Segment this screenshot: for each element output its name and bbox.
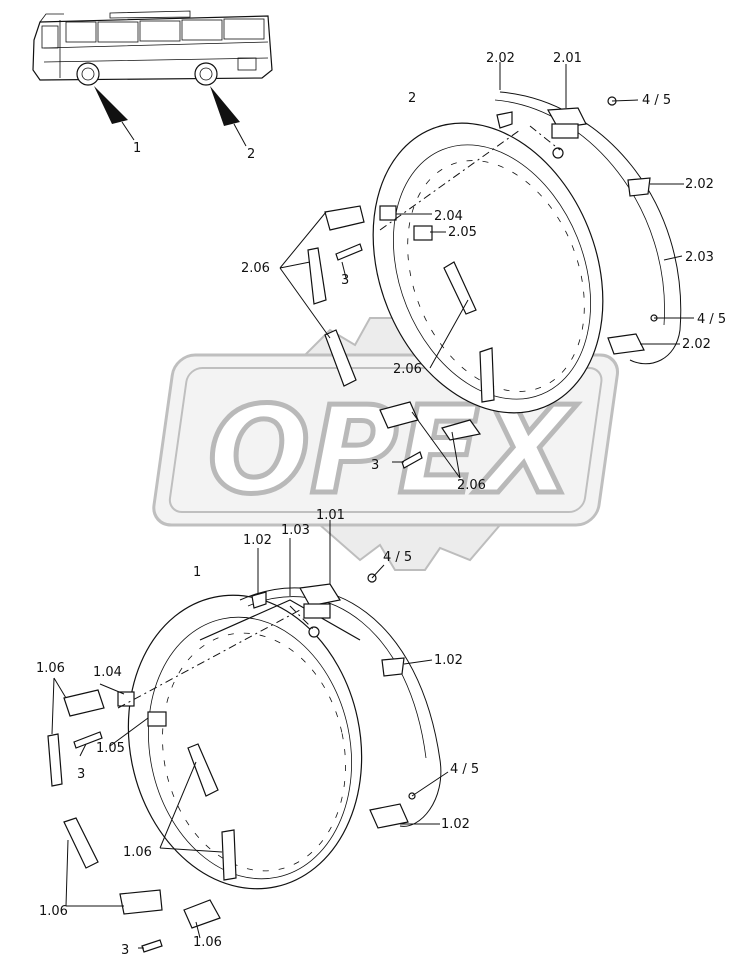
rear-clamp-nut — [552, 147, 564, 159]
front-segment-left — [47, 733, 63, 787]
front-centerlines — [117, 605, 315, 709]
front-bolt-left — [73, 731, 103, 749]
front-clamp-bracket — [299, 583, 341, 607]
label-front-1-06-left: 1.06 — [36, 661, 65, 676]
label-rear-2-02-bottom: 2.02 — [682, 337, 711, 352]
front-segment-right — [221, 829, 237, 881]
rear-centerlines — [379, 125, 561, 231]
label-rear-2-01: 2.01 — [553, 51, 582, 66]
arrow-rear-wheel — [210, 86, 240, 126]
front-outer-cover-inner — [247, 596, 427, 759]
front-spacer-1-04 — [117, 691, 135, 707]
front-wheel-cover-assembly — [47, 520, 449, 953]
front-hubcap-outer-ring — [127, 594, 363, 890]
front-hubcap-slot-ring — [162, 632, 346, 872]
label-rear-2-06-left: 2.06 — [241, 261, 270, 276]
front-clamp-nut — [308, 626, 320, 638]
bus-front-wheel — [76, 62, 100, 86]
label-rear-2-02-mid: 2.02 — [685, 177, 714, 192]
front-clip-top — [251, 591, 267, 609]
front-clip-bottom — [369, 803, 409, 829]
label-rear-4-5-bottom: 4 / 5 — [697, 312, 726, 327]
rear-clip-bottom — [607, 333, 645, 355]
watermark-frame-inner — [168, 367, 603, 513]
bus-front-hub — [81, 67, 95, 81]
rear-wheel-cover-assembly — [279, 62, 694, 479]
label-rear-3-left: 3 — [341, 273, 349, 288]
bus-body — [32, 15, 273, 81]
front-segment-upper-left — [63, 689, 105, 717]
front-leader-lines — [51, 520, 449, 949]
label-front-1-06-center: 1.06 — [123, 845, 152, 860]
rear-segment-upper — [324, 205, 365, 231]
rear-segment-bottom-right — [441, 419, 482, 441]
label-rear-3-bottom: 3 — [371, 458, 379, 473]
rear-hubcap-slot-ring — [407, 160, 585, 392]
label-bus-rear-wheel: 2 — [247, 147, 255, 162]
front-clip-mid — [381, 657, 405, 677]
bus-rear-wheel — [194, 62, 218, 86]
rear-clamp-plate — [551, 123, 579, 139]
rear-bolt-bottom — [401, 451, 423, 469]
label-front-1-02-mid: 1.02 — [434, 653, 463, 668]
label-rear-2-06-bottom: 2.06 — [457, 478, 486, 493]
bus-windows — [41, 18, 265, 49]
label-rear-2-05: 2.05 — [448, 225, 477, 240]
rear-leader-lines — [279, 62, 694, 479]
rear-segment-right — [479, 347, 495, 403]
front-hubcap-depth — [199, 599, 361, 641]
front-hubcap-inner-ring — [148, 616, 352, 880]
label-rear-2-03: 2.03 — [685, 250, 714, 265]
front-bolt-bottom — [141, 939, 163, 953]
label-front-3-bottom: 3 — [121, 943, 129, 958]
bus-body-lines — [43, 20, 269, 78]
label-bus-front-wheel: 1 — [133, 141, 141, 156]
rear-bolt-left — [335, 243, 363, 261]
rear-spacer-2-05 — [413, 225, 433, 241]
label-rear-assembly: 2 — [408, 91, 416, 106]
arrow-front-wheel — [94, 86, 128, 124]
front-spacer-1-05 — [147, 711, 167, 727]
label-front-3-left: 3 — [77, 767, 85, 782]
bus-grille — [237, 57, 257, 71]
front-segment-lower-left — [63, 817, 99, 869]
label-front-1-01: 1.01 — [316, 508, 345, 523]
front-segment-bottom — [119, 889, 163, 915]
rear-segment-lower-left — [324, 329, 357, 387]
front-segment-center — [187, 743, 219, 797]
front-segment-bottom-right — [183, 899, 221, 929]
label-front-1-04: 1.04 — [93, 665, 122, 680]
bus-roof — [39, 10, 191, 23]
bus-leader-lines — [121, 121, 247, 147]
label-front-4-5-top: 4 / 5 — [383, 550, 412, 565]
label-front-4-5-bottom: 4 / 5 — [450, 762, 479, 777]
bus-illustration — [32, 10, 273, 147]
label-rear-2-02-top: 2.02 — [486, 51, 515, 66]
rear-segment-left — [307, 247, 327, 305]
front-clamp-plate — [303, 603, 331, 619]
rear-outer-cover-inner — [494, 99, 665, 326]
label-front-1-02-top: 1.02 — [243, 533, 272, 548]
label-rear-2-06-center: 2.06 — [393, 362, 422, 377]
rear-clamp-bracket — [547, 107, 587, 129]
label-front-assembly: 1 — [193, 565, 201, 580]
rear-clip-mid — [627, 177, 651, 197]
label-front-1-05: 1.05 — [96, 741, 125, 756]
label-front-1-06-lower-left: 1.06 — [39, 904, 68, 919]
label-front-1-06-bottom: 1.06 — [193, 935, 222, 950]
rear-hubcap-outer-ring — [372, 122, 604, 414]
label-rear-4-5-top: 4 / 5 — [642, 93, 671, 108]
label-front-1-03: 1.03 — [281, 523, 310, 538]
rear-spacer-2-04 — [379, 205, 397, 221]
label-rear-2-04: 2.04 — [434, 209, 463, 224]
bus-rear-hub — [199, 67, 213, 81]
watermark-gear-bottom — [317, 524, 503, 571]
rear-hubcap-inner-ring — [393, 144, 591, 400]
label-front-1-02-bottom: 1.02 — [441, 817, 470, 832]
rear-clip-top — [496, 111, 513, 129]
